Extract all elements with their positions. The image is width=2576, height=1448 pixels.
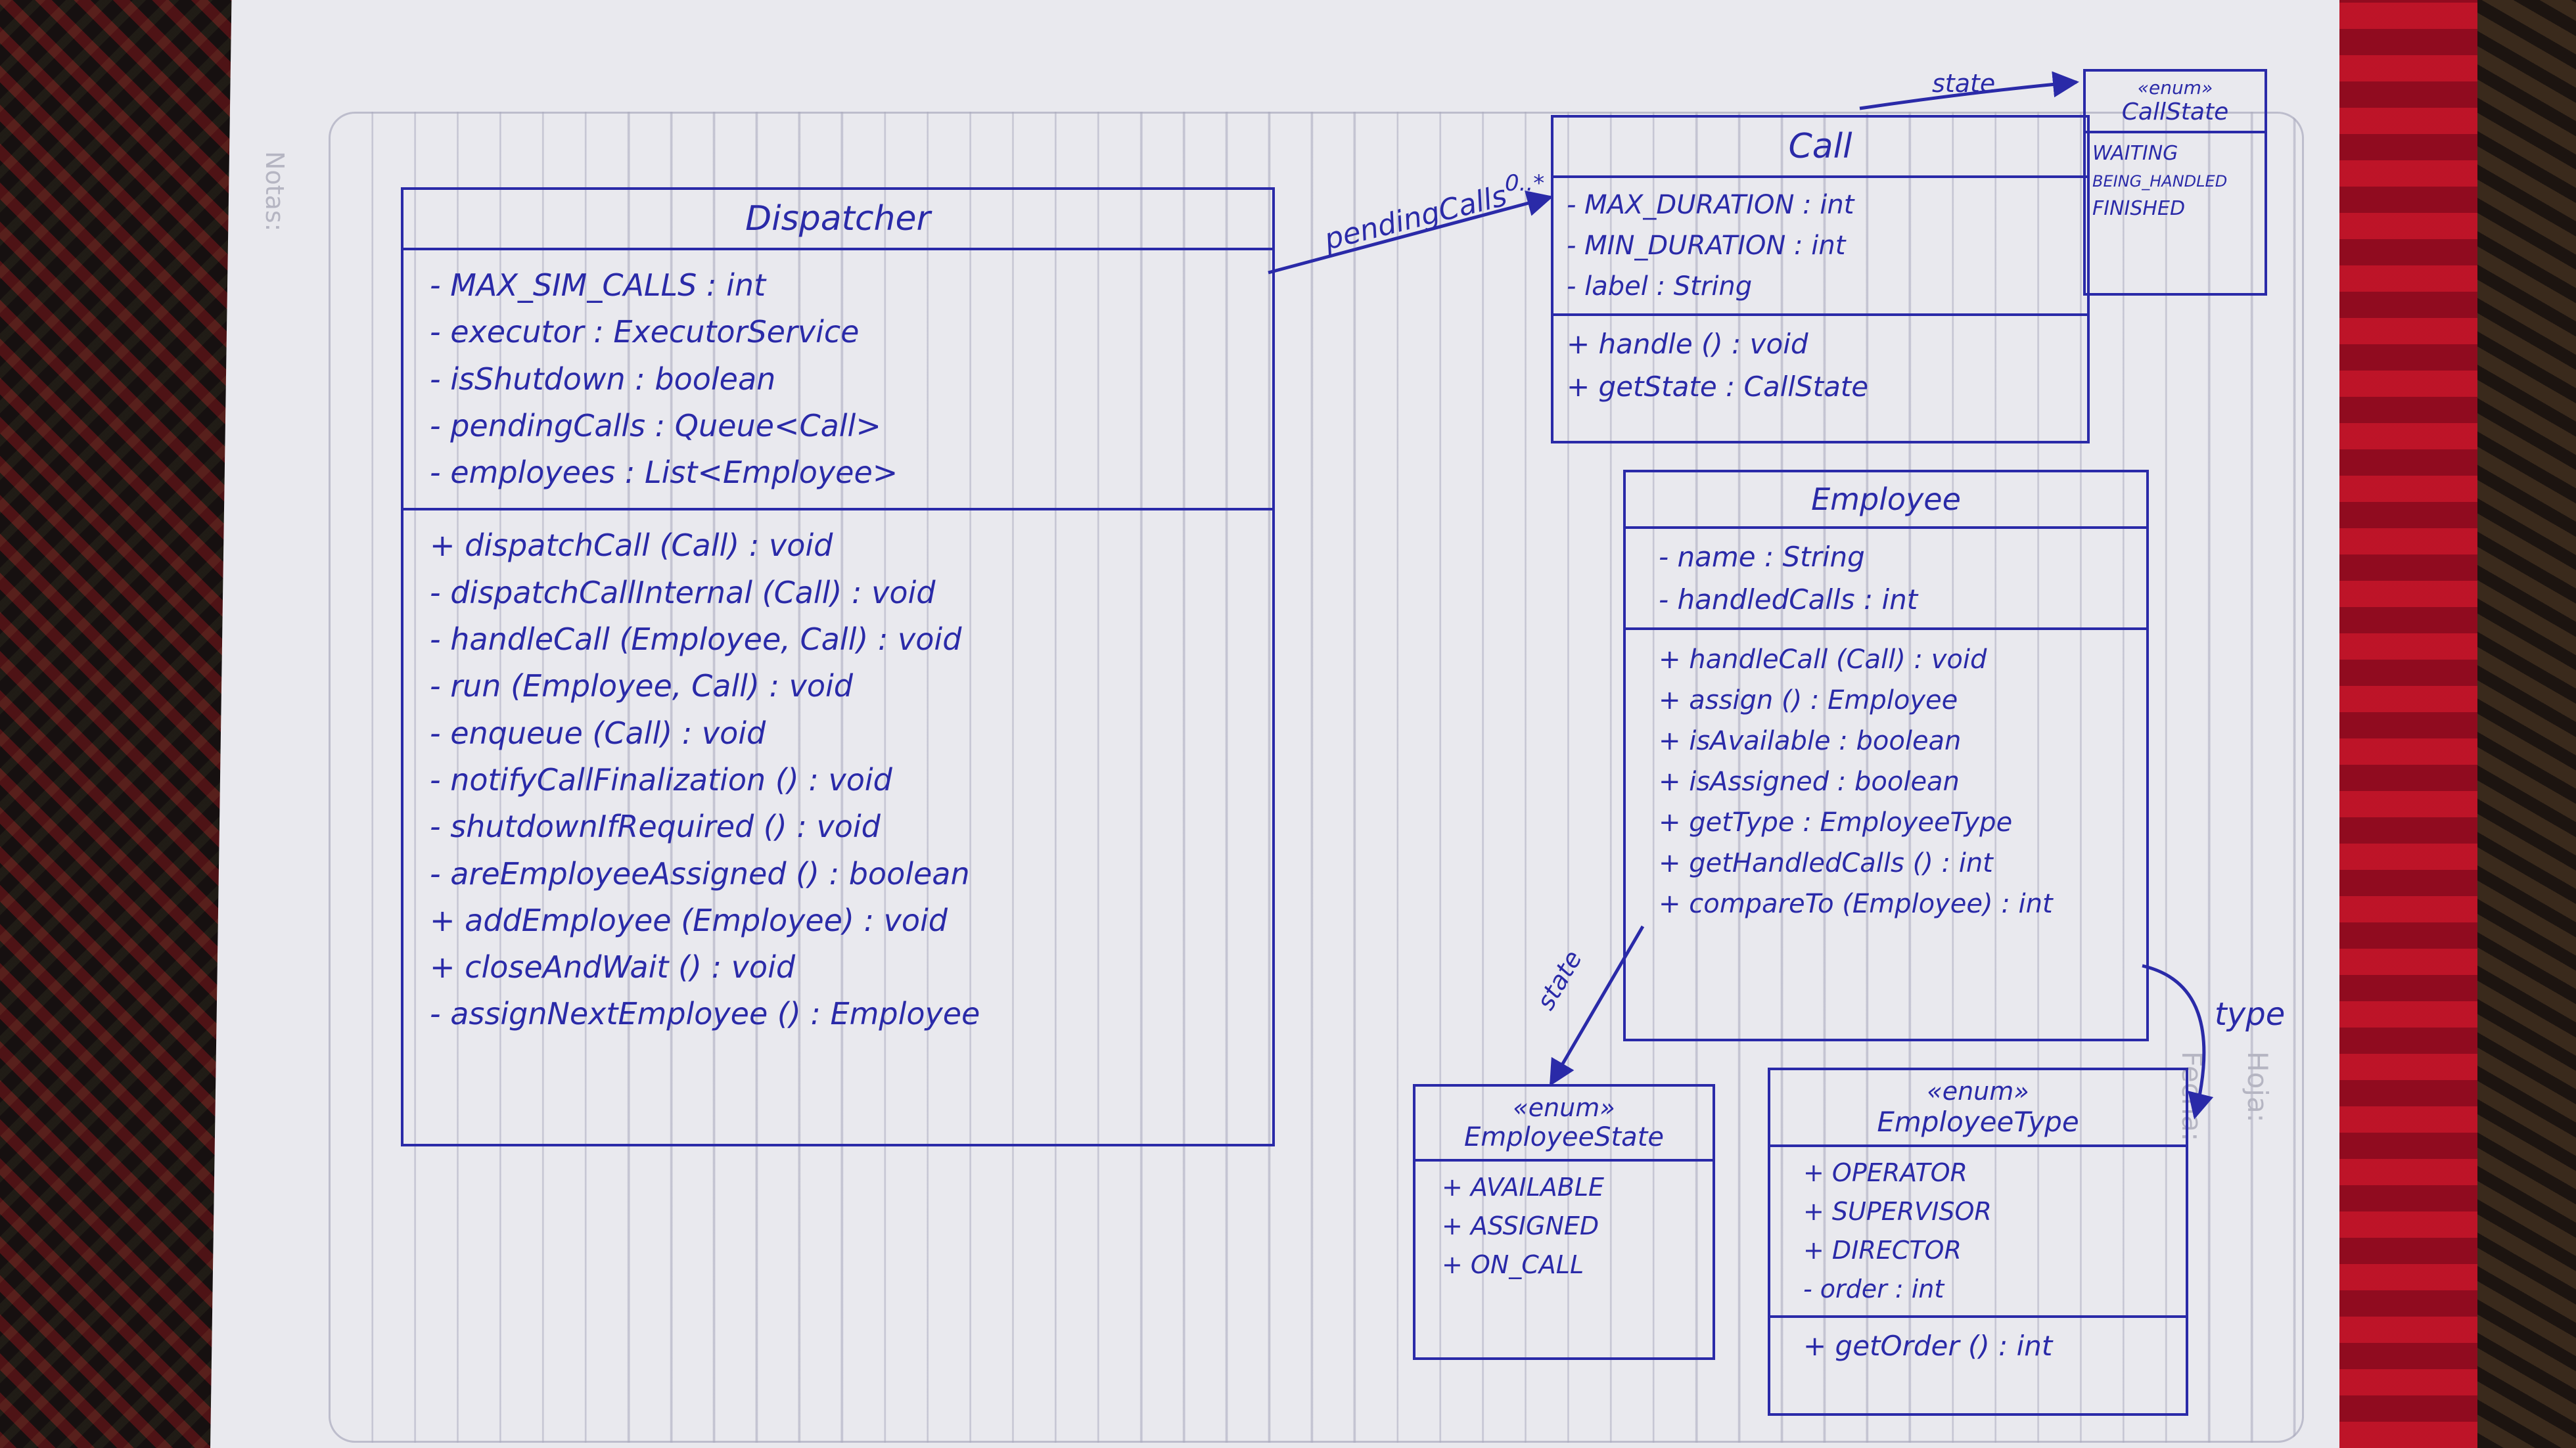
enum-value: - order : int [1803,1274,1944,1303]
method: - shutdownIfRequired () : void [430,809,881,845]
method: - handleCall (Employee, Call) : void [430,622,962,658]
enum-employee-type: «enum» EmployeeType + OPERATOR + SUPERVI… [1768,1068,2188,1416]
enum-value: + AVAILABLE [1442,1173,1605,1202]
employee-state-name: EmployeeState [1464,1122,1664,1152]
enum-value: + ON_CALL [1442,1250,1584,1279]
class-call: Call - MAX_DURATION : int - MIN_DURATION… [1551,115,2090,443]
method: + closeAndWait () : void [430,949,796,985]
attribute: - label : String [1567,271,1753,302]
ruled-area [329,112,2304,1443]
call-state-values: WAITING BEING_HANDLED FINISHED [2086,133,2265,229]
method: + getOrder () : int [1803,1329,2053,1362]
attribute: - employees : List<Employee> [430,455,898,491]
enum-value: WAITING [2092,142,2178,165]
attribute: - MAX_SIM_CALLS : int [430,267,766,303]
enum-value: + DIRECTOR [1803,1235,1962,1265]
employee-type-title: «enum» EmployeeType [1770,1070,2186,1147]
employee-attributes: - name : String - handledCalls : int [1626,529,2146,631]
method: + getState : CallState [1567,371,1869,403]
employee-state-line [1549,925,1645,1087]
employee-type-label: type [2215,996,2285,1033]
method: - dispatchCallInternal (Call) : void [430,574,936,610]
attribute: - MAX_DURATION : int [1567,190,1854,220]
method: + handleCall (Call) : void [1659,645,1987,675]
attribute: - name : String [1659,541,1865,573]
method: - notifyCallFinalization () : void [430,761,892,798]
stereotype: «enum» [2137,77,2213,99]
method: + getHandledCalls () : int [1659,848,1993,879]
class-dispatcher: Dispatcher - MAX_SIM_CALLS : int - execu… [401,187,1275,1146]
call-attributes: - MAX_DURATION : int - MIN_DURATION : in… [1553,178,2087,316]
call-methods: + handle () : void + getState : CallStat… [1553,316,2087,415]
method: - enqueue (Call) : void [430,715,766,751]
enum-value: BEING_HANDLED [2092,171,2228,191]
notebook-page [210,0,2339,1448]
enum-value: + SUPERVISOR [1803,1196,1992,1226]
call-title: Call [1553,118,2087,178]
attribute: - MIN_DURATION : int [1567,231,1846,261]
attribute: - pendingCalls : Queue<Call> [430,407,881,443]
attribute: - executor : ExecutorService [430,314,860,350]
method: + addEmployee (Employee) : void [430,902,948,938]
method: - run (Employee, Call) : void [430,668,853,704]
enum-value: + OPERATOR [1803,1158,1967,1187]
employee-state-values: + AVAILABLE + ASSIGNED + ON_CALL [1415,1162,1713,1291]
method: + isAvailable : boolean [1659,726,1962,757]
dispatcher-methods: + dispatchCall (Call) : void - dispatchC… [403,510,1272,1049]
dispatcher-attributes: - MAX_SIM_CALLS : int - executor : Execu… [403,250,1272,511]
employee-title: Employee [1626,472,2146,529]
attribute: - handledCalls : int [1659,583,1918,616]
pending-calls-multiplicity: 0..* [1505,170,1544,196]
method: - areEmployeeAssigned () : boolean [430,855,970,892]
method: + compareTo (Employee) : int [1659,889,2053,920]
stereotype: «enum» [1513,1093,1615,1122]
employee-type-name: EmployeeType [1877,1106,2079,1138]
enum-value: + ASSIGNED [1442,1211,1599,1240]
stereotype: «enum» [1927,1077,2029,1106]
pending-calls-line [1268,190,1553,275]
method: + dispatchCall (Call) : void [430,528,833,564]
enum-value: FINISHED [2092,196,2186,220]
pending-calls-label: pendingCalls [1320,179,1510,257]
employee-type-line [2142,964,2214,1120]
employee-state-title: «enum» EmployeeState [1415,1087,1713,1162]
enum-employee-state: «enum» EmployeeState + AVAILABLE + ASSIG… [1413,1084,1715,1360]
rug-background-left [0,0,237,1448]
call-state-line [1859,71,2079,110]
method: + getType : EmployeeType [1659,807,2013,838]
method: + assign () : Employee [1659,685,1958,716]
method: + handle () : void [1567,328,1808,360]
class-employee: Employee - name : String - handledCalls … [1623,470,2149,1041]
dispatcher-title: Dispatcher [403,190,1272,250]
call-state-title: «enum» CallState [2086,72,2265,133]
employee-methods: + handleCall (Call) : void + assign () :… [1626,630,2146,934]
call-state-name: CallState [2121,99,2229,125]
enum-call-state: «enum» CallState WAITING BEING_HANDLED F… [2083,69,2267,296]
call-state-label: state [1932,69,1995,98]
method: - assignNextEmployee () : Employee [430,996,980,1032]
attribute: - isShutdown : boolean [430,361,776,397]
rug-border-right [2477,0,2576,1448]
employee-type-methods: + getOrder () : int [1770,1318,2186,1374]
method: + isAssigned : boolean [1659,767,1960,798]
employee-state-label: state [1531,945,1588,1014]
employee-type-values: + OPERATOR + SUPERVISOR + DIRECTOR - ord… [1770,1147,2186,1318]
